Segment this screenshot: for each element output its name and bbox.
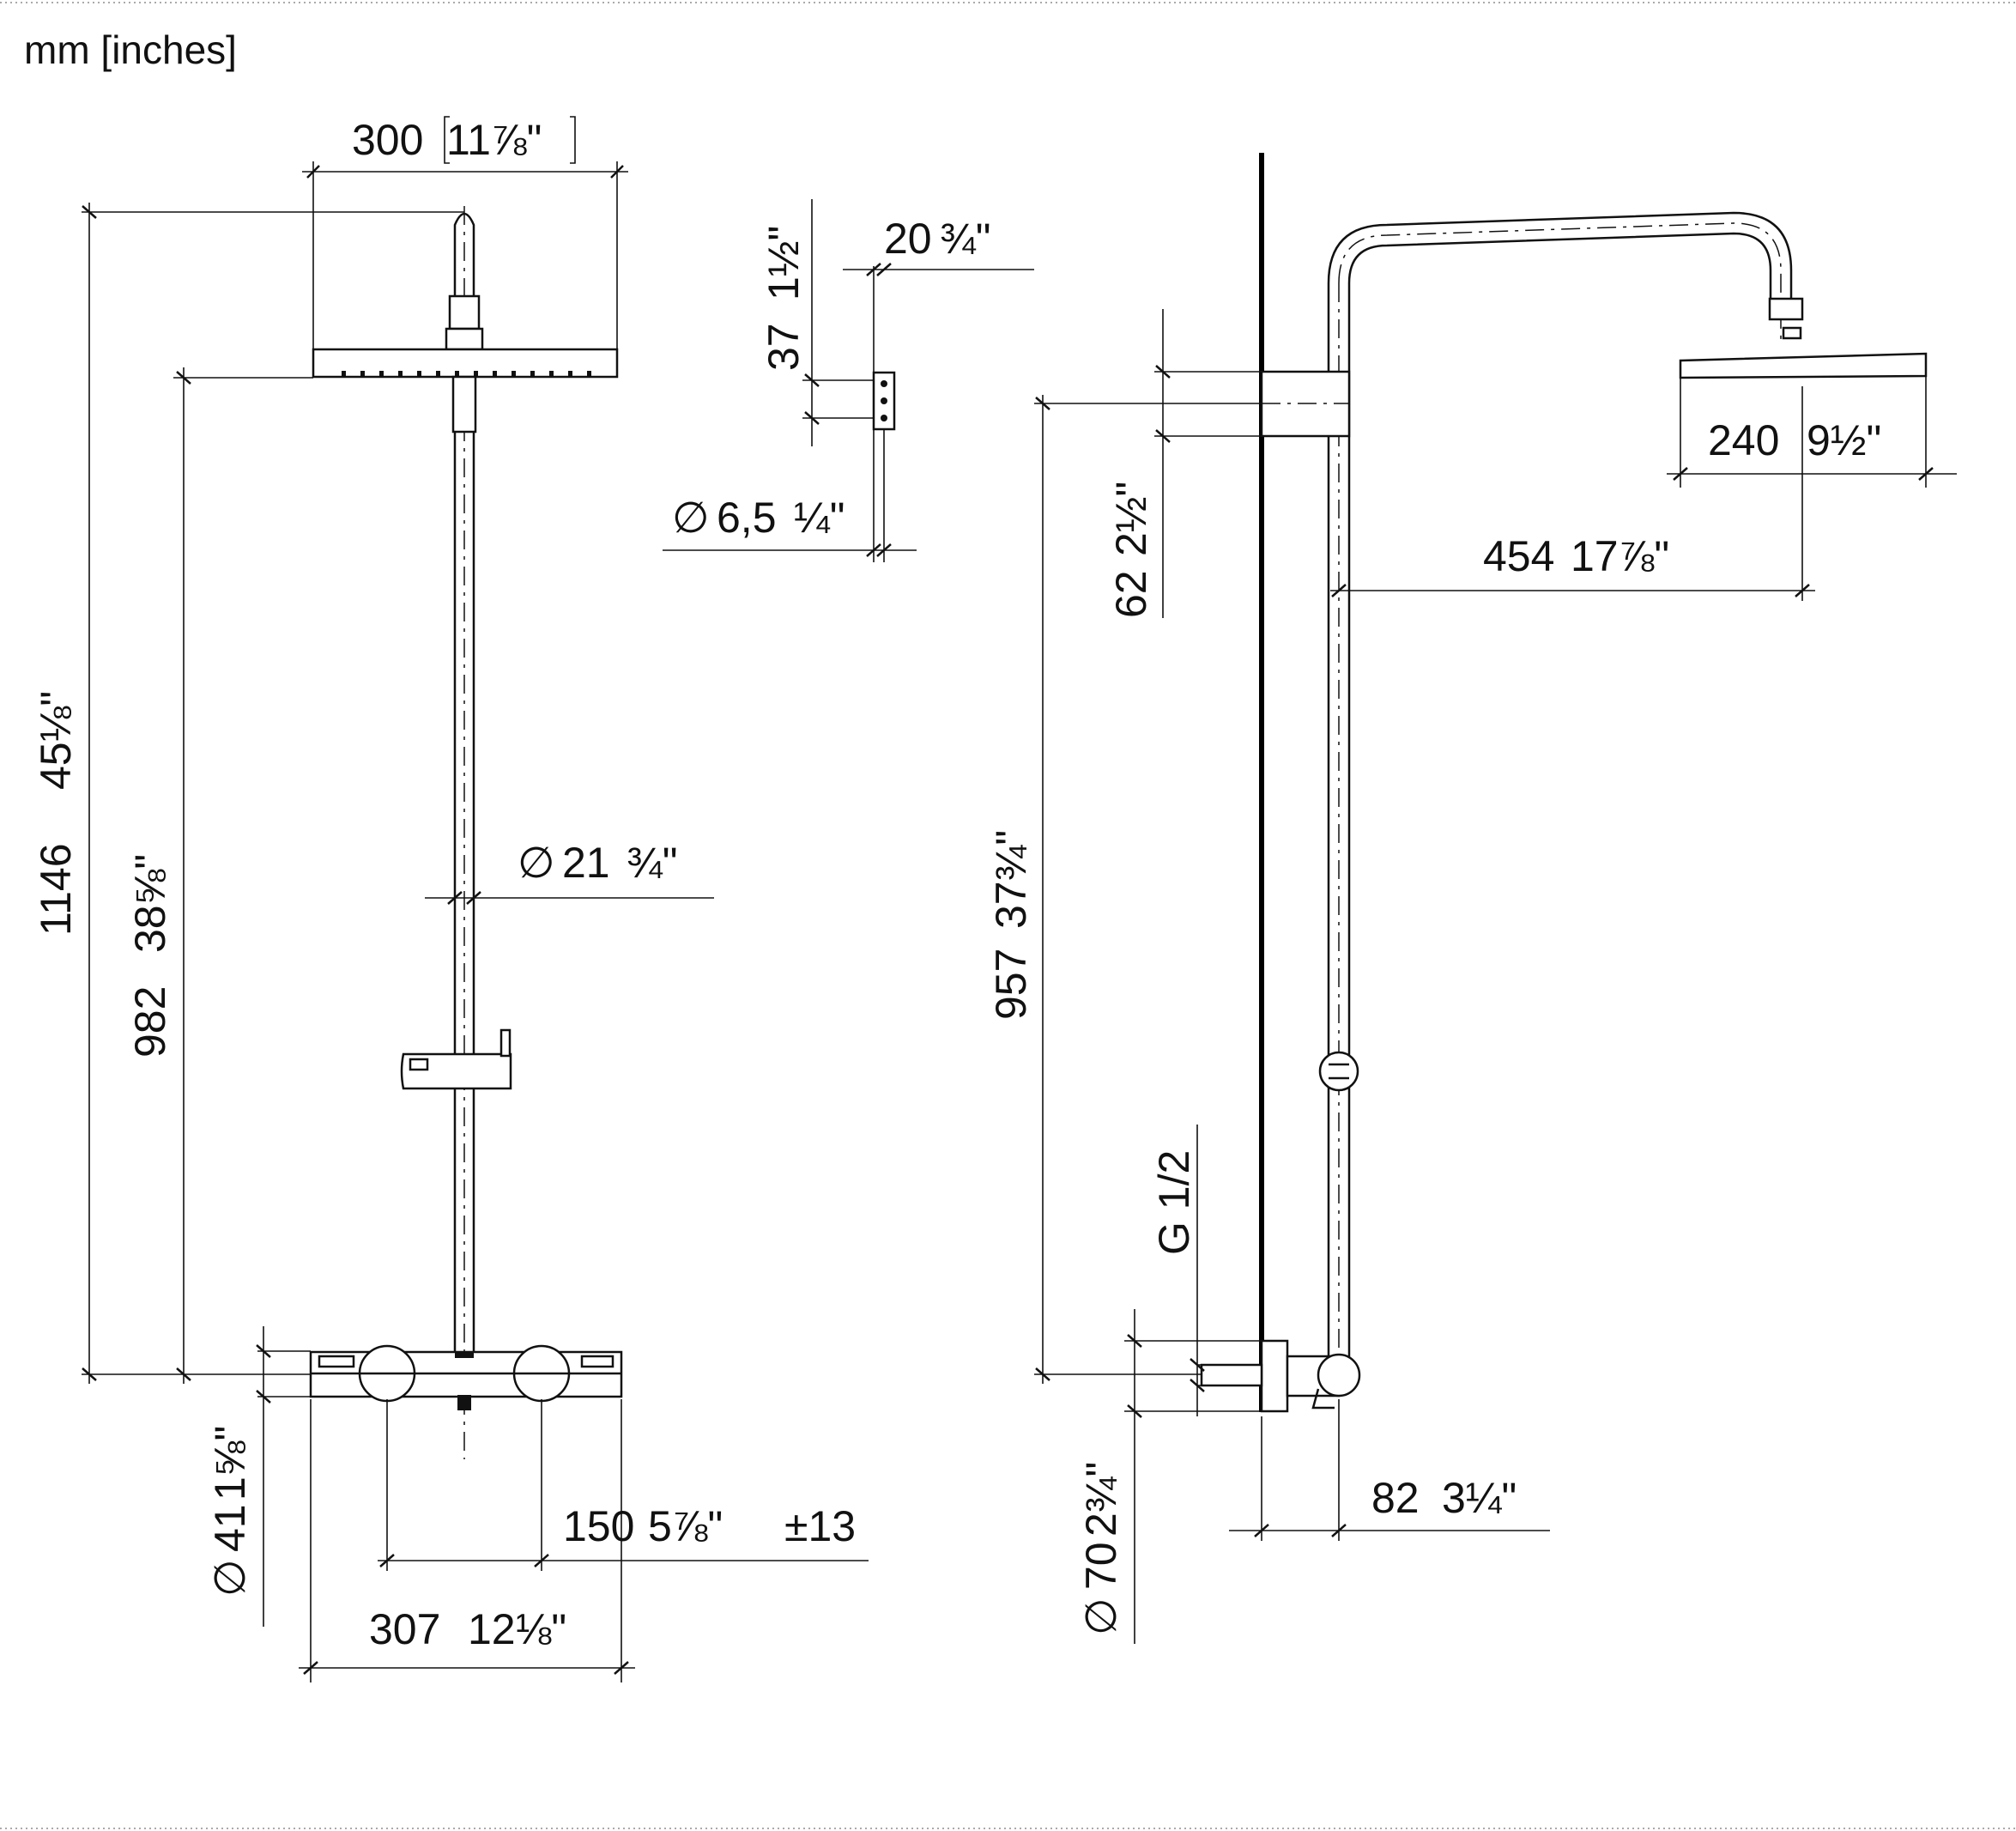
head-width-in: 11⅞" (446, 116, 542, 164)
side-escutcheon-in: 2¾" (1077, 1462, 1125, 1537)
bracket-height-mm: 37 (760, 323, 808, 371)
side-arm-centerline (1338, 222, 1782, 343)
dim-head-to-mixer: 982 38⅝" (126, 367, 313, 1384)
connection-spacing-in: 5⅞" (648, 1502, 723, 1550)
hole-diameter-mm: 6,5 (717, 494, 777, 542)
front-holder-slot (409, 1058, 429, 1071)
side-bracket-to-mixer-in: 37¾" (987, 830, 1035, 929)
dim-head-width: 300 11⅞" (302, 116, 628, 349)
units-note: mm [inches] (24, 27, 237, 72)
dim-side-thread: G 1/2 (1150, 1125, 1262, 1416)
dim-pipe-diameter: ∅ 21 ¾" (425, 839, 714, 905)
connection-spacing-mm: 150 (563, 1502, 634, 1550)
side-arm-outer (1327, 211, 1793, 299)
bracket-hole-top (881, 380, 887, 387)
front-hand-shower-holder (400, 1052, 512, 1090)
side-inlet-thread (1200, 1363, 1263, 1387)
side-head-joint (1768, 297, 1804, 321)
front-shower-nozzles (342, 371, 591, 378)
connection-spacing-tolerance: ±13 (784, 1502, 856, 1550)
dim-connection-spacing: 150 5⅞" ±13 (378, 1399, 869, 1571)
head-width-mm: 300 (352, 116, 423, 164)
head-to-mixer-in: 38⅝" (126, 854, 174, 953)
side-pipe-connector (1318, 1051, 1359, 1092)
dim-mixer-diameter: ∅ 41 1⅝" (206, 1326, 311, 1627)
side-head-collar (1782, 326, 1802, 340)
side-wall-to-pipe-in: 3¼" (1442, 1474, 1517, 1522)
dim-total-height: 1146 45⅛" (32, 203, 464, 1384)
front-top-rod (453, 212, 475, 322)
front-view: 300 11⅞" 1146 45⅛" 982 38⅝" (32, 116, 869, 1682)
bracket-height-in: 1½" (760, 226, 808, 300)
hole-diameter-symbol: ∅ (672, 494, 710, 542)
front-head-stem (451, 375, 477, 433)
side-arm-projection-in: 17⅞" (1571, 532, 1669, 580)
mixer-width-in: 12⅛" (468, 1605, 566, 1653)
side-arm-projection-mm: 454 (1483, 532, 1554, 580)
dim-mixer-width: 307 12⅛" (299, 1399, 635, 1682)
mixer-diameter-in: 1⅝" (206, 1426, 254, 1501)
front-holder-knob (499, 1028, 512, 1058)
dim-side-arm-projection: 454 17⅞" (1330, 386, 1815, 601)
side-view: 62 2½" 957 37¾" 240 9½" (987, 153, 1957, 1644)
side-mixer-handle (1311, 1388, 1335, 1410)
side-escutcheon-mm: 70 (1077, 1542, 1125, 1590)
pipe-diameter-in: ¾" (627, 839, 677, 887)
pipe-diameter-symbol: ∅ (518, 839, 555, 887)
side-escutcheon (1260, 1339, 1289, 1413)
mixer-diameter-mm: 41 (206, 1504, 254, 1552)
front-mixer-outlet (457, 1395, 471, 1410)
bracket-hole-middle (881, 397, 887, 404)
front-head-joint-collar (445, 327, 484, 351)
bracket-detail: 37 1½" 20 ¾" ∅ 6,5 ¼" (663, 199, 1034, 562)
mixer-diameter-symbol: ∅ (206, 1559, 254, 1597)
total-height-in: 45⅛" (32, 691, 80, 790)
pipe-diameter-mm: 21 (562, 839, 610, 887)
side-escutcheon-symbol: ∅ (1077, 1598, 1125, 1635)
front-head-joint (448, 294, 481, 330)
bracket-hole-bottom (881, 415, 887, 421)
side-arm-inner (1347, 232, 1772, 299)
side-shower-head (1679, 352, 1928, 379)
side-wall-to-pipe-mm: 82 (1371, 1474, 1420, 1522)
dim-side-bracket-height: 62 2½" (1107, 309, 1262, 618)
bracket-depth-in: ¾" (940, 215, 990, 263)
side-mixer-outlet (1317, 1353, 1361, 1398)
head-to-mixer-mm: 982 (126, 986, 174, 1058)
mixer-width-mm: 307 (369, 1605, 440, 1653)
dim-side-bracket-to-mixer: 957 37¾" (987, 395, 1262, 1384)
side-bracket-to-mixer-mm: 957 (987, 949, 1035, 1020)
total-height-mm: 1146 (32, 843, 80, 936)
front-mixer-label-left (318, 1355, 355, 1368)
side-bracket-height-mm: 62 (1107, 570, 1155, 618)
dim-side-wall-to-pipe: 82 3¼" (1229, 1399, 1550, 1541)
dim-side-head-depth: 240 9½" (1667, 376, 1957, 488)
dim-side-escutcheon: ∅ 70 2¾" (1077, 1309, 1262, 1644)
side-bracket-height-in: 2½" (1107, 482, 1155, 556)
bracket-depth-mm: 20 (884, 215, 932, 263)
side-head-depth-in: 9½" (1807, 416, 1881, 464)
side-head-depth-mm: 240 (1708, 416, 1779, 464)
hole-diameter-in: ¼" (794, 494, 845, 542)
front-mixer-inlet (455, 1351, 474, 1358)
front-mixer-label-right (580, 1355, 614, 1368)
side-thread-label: G 1/2 (1150, 1150, 1198, 1255)
